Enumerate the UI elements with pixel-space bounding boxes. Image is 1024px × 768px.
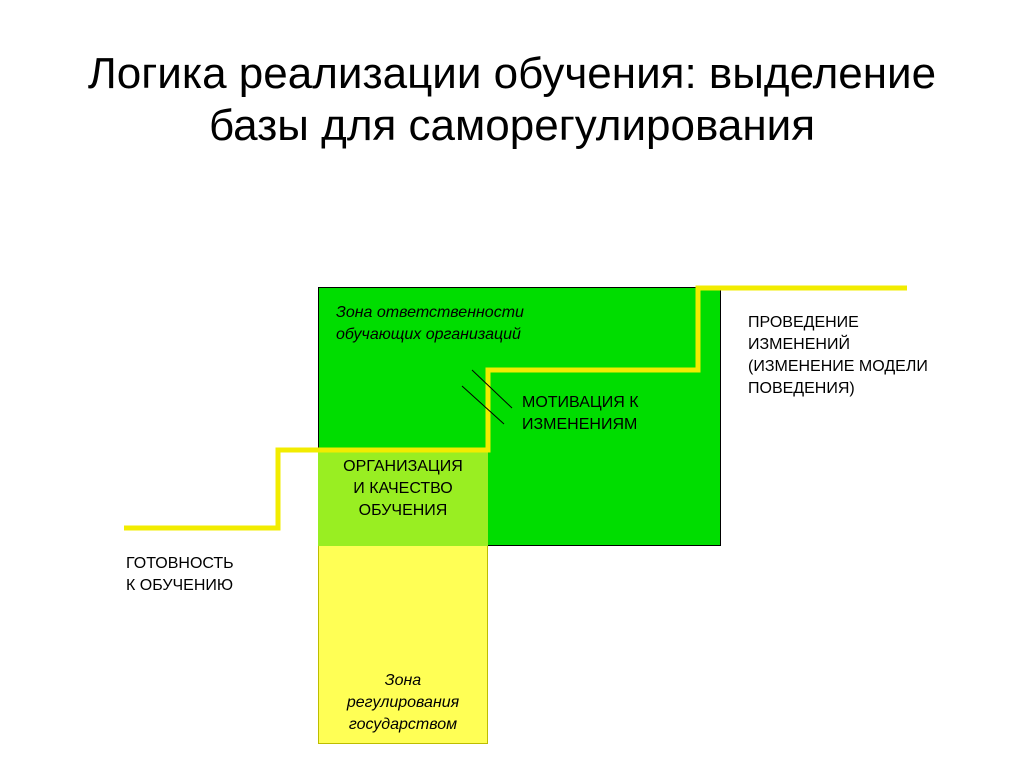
changes-step-label: ПРОВЕДЕНИЕ ИЗМЕНЕНИЙ (ИЗМЕНЕНИЕ МОДЕЛИ П… [748,312,988,400]
responsibility-zone-label: Зона ответственности обучающих организац… [336,302,596,346]
changes-step-label-line-4: ПОВЕДЕНИЯ) [748,380,855,397]
state-zone-label-line-2: регулирования [346,694,460,711]
readiness-step-label: ГОТОВНОСТЬ К ОБУЧЕНИЮ [126,553,286,597]
responsibility-zone-label-line-1: Зона ответственности [336,304,524,321]
slide-title: Логика реализации обучения: выделение ба… [0,48,1024,152]
slide-title-line-1: Логика реализации обучения: выделение [87,49,937,98]
changes-step-label-line-2: ИЗМЕНЕНИЙ [748,336,850,353]
responsibility-zone-label-line-2: обучающих организаций [336,326,521,343]
organization-step-label: ОРГАНИЗАЦИЯ И КАЧЕСТВО ОБУЧЕНИЯ [322,456,484,522]
readiness-step-label-line-2: К ОБУЧЕНИЮ [126,577,234,594]
organization-step-label-line-3: ОБУЧЕНИЯ [358,502,448,519]
state-zone-label: Зона регулирования государством [322,670,484,736]
state-zone-label-line-3: государством [348,716,458,733]
organization-step-label-line-2: И КАЧЕСТВО [353,480,453,497]
state-zone-label-line-1: Зона [384,672,422,689]
motivation-step-label: МОТИВАЦИЯ К ИЗМЕНЕНИЯМ [522,392,702,436]
slide-title-line-2: базы для саморегулирования [208,101,816,150]
readiness-step-label-line-1: ГОТОВНОСТЬ [126,555,234,572]
motivation-step-label-line-2: ИЗМЕНЕНИЯМ [522,416,638,433]
changes-step-label-line-1: ПРОВЕДЕНИЕ [748,314,859,331]
organization-step-label-line-1: ОРГАНИЗАЦИЯ [343,458,463,475]
changes-step-label-line-3: (ИЗМЕНЕНИЕ МОДЕЛИ [748,358,928,375]
motivation-step-label-line-1: МОТИВАЦИЯ К [522,394,639,411]
